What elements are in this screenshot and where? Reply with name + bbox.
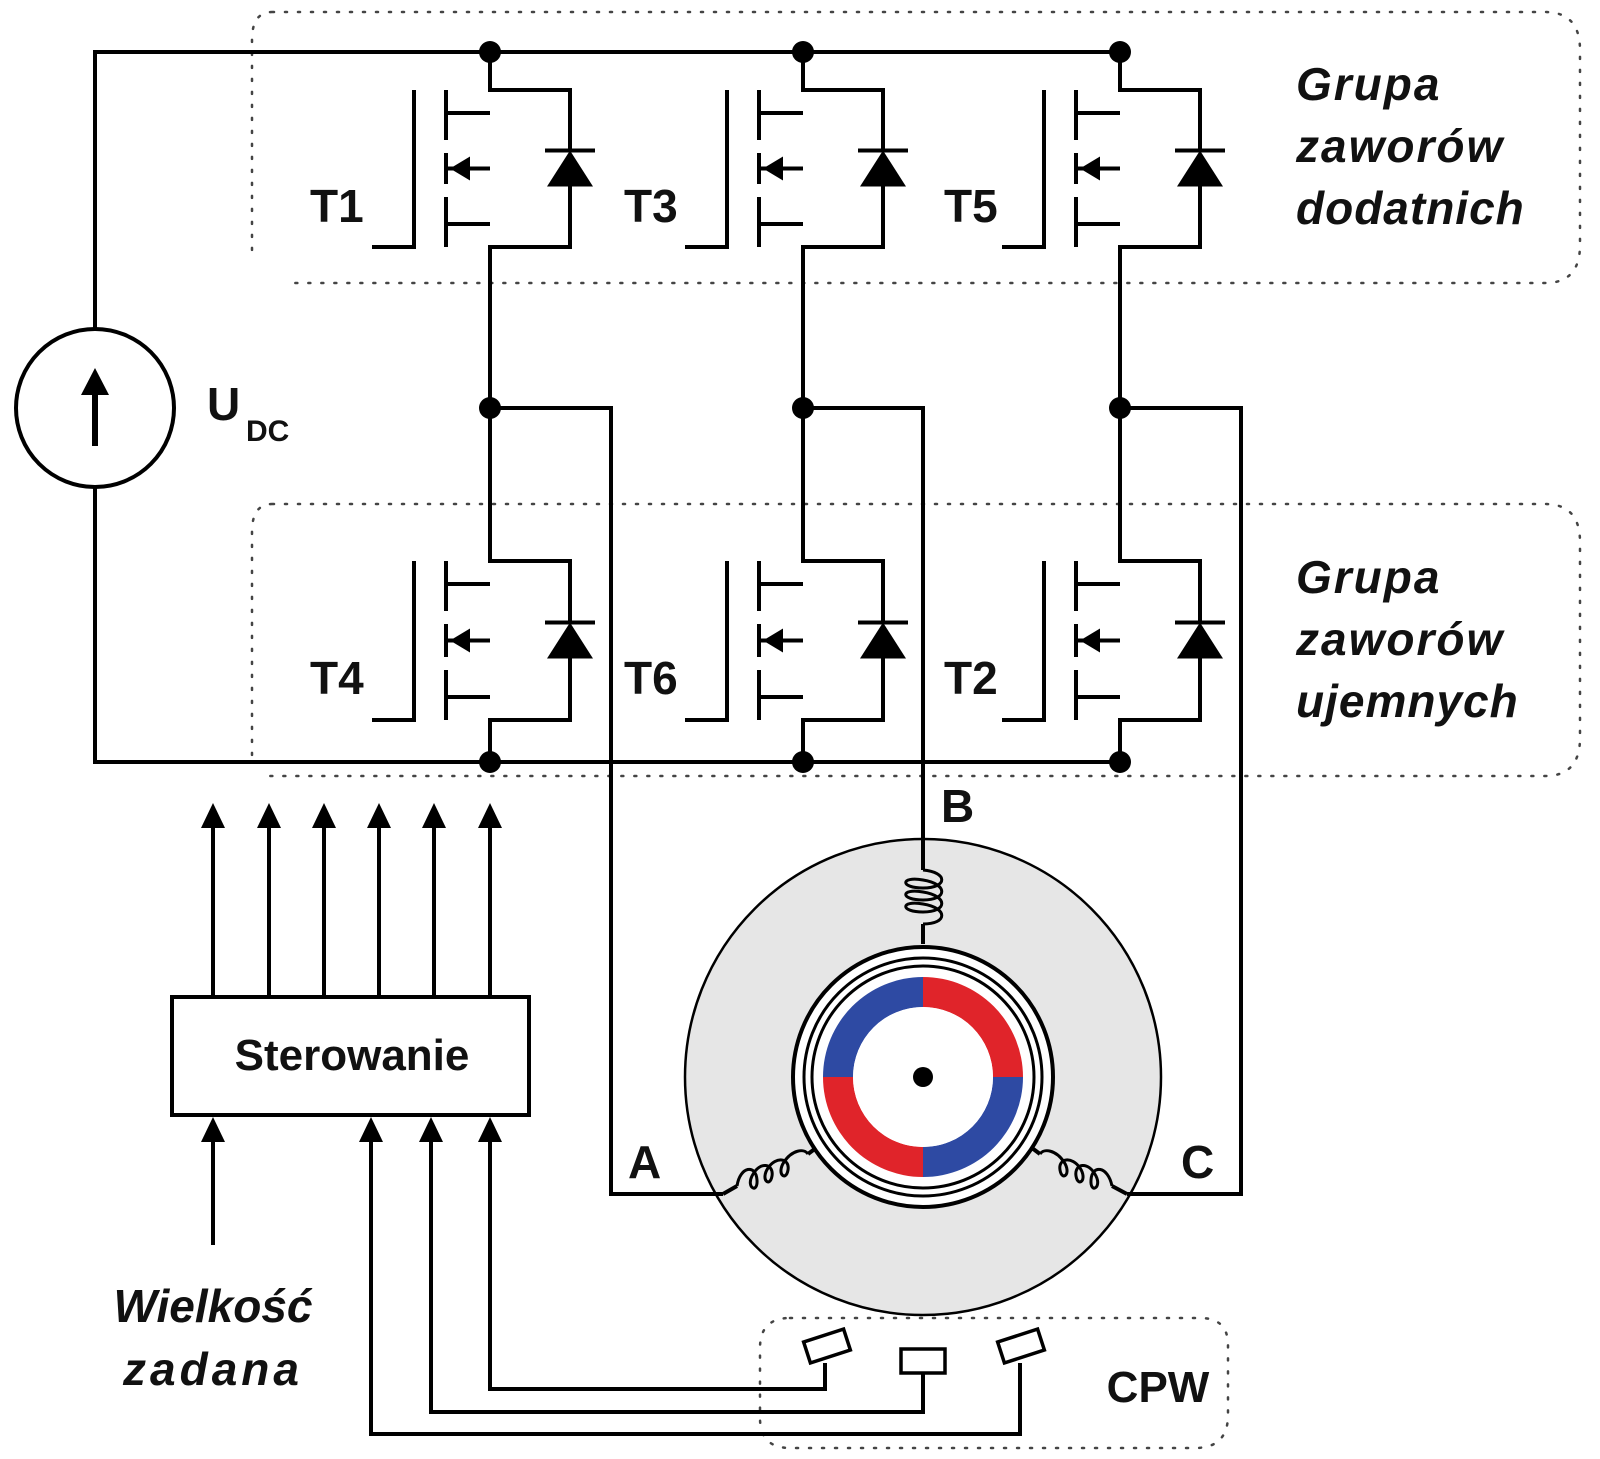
dc-source — [14, 327, 176, 489]
winding-b — [904, 855, 944, 944]
setpoint-label-line1: Wielkość — [113, 1280, 312, 1332]
gate-arrow-head-3 — [312, 803, 336, 828]
transistor-label-lower-3: T2 — [944, 652, 998, 704]
control-label: Sterowanie — [235, 1031, 470, 1080]
transistor-label-upper-2: T3 — [624, 180, 678, 232]
hall-sensor-3 — [995, 1326, 1047, 1366]
lower-switch-3 — [1002, 397, 1225, 773]
negative-group-label-line1: Grupa — [1296, 551, 1441, 603]
negative-group-outline — [250, 502, 1582, 778]
source-label: U — [207, 378, 240, 430]
rotor-segment-sw — [823, 1077, 923, 1177]
dc-bus-negative — [93, 487, 1120, 764]
setpoint-arrow-head — [201, 1117, 225, 1142]
motor — [683, 837, 1163, 1317]
positive-group-label-line1: Grupa — [1296, 58, 1441, 110]
sensor-feedback-lines — [359, 1117, 1022, 1436]
lower-switch-2 — [685, 397, 908, 773]
winding-a — [722, 1146, 818, 1196]
switch-layer — [372, 41, 1225, 773]
negative-group-label-line2: zaworów — [1295, 613, 1505, 665]
phase-c-wire — [1120, 406, 1243, 1196]
rotor-shaft — [913, 1067, 933, 1087]
gate-arrow-head-2 — [257, 803, 281, 828]
gate-arrow-head-1 — [201, 803, 225, 828]
rotor-segment-ne — [923, 977, 1023, 1077]
hall-sensor-1 — [801, 1326, 853, 1366]
rotor-segment-se — [923, 1077, 1023, 1177]
positive-group-label-line3: dodatnich — [1296, 182, 1525, 234]
source-label-subscript: DC — [246, 415, 289, 448]
upper-switch-3 — [1002, 41, 1225, 408]
transistor-label-lower-2: T6 — [624, 652, 678, 704]
winding-c — [1030, 1146, 1128, 1196]
phase-b-wire — [803, 406, 925, 855]
hall-sensor-2 — [899, 1347, 947, 1375]
positive-group-outline — [250, 10, 1582, 285]
gate-arrow-head-5 — [422, 803, 446, 828]
hall-sensors — [801, 1326, 1047, 1375]
rotor-segment-nw — [823, 977, 923, 1077]
transistor-label-lower-1: T4 — [310, 652, 364, 704]
gate-arrow-head-4 — [367, 803, 391, 828]
sensor-label: CPW — [1107, 1363, 1210, 1412]
setpoint-label-line2: zadana — [122, 1343, 303, 1395]
motor-rotor — [823, 977, 1023, 1177]
control-block — [170, 995, 531, 1117]
phase-b-label: B — [941, 780, 974, 832]
phase-a-label: A — [628, 1136, 661, 1188]
upper-switch-1 — [372, 41, 595, 408]
negative-group-label-line3: ujemnych — [1296, 675, 1519, 727]
upper-switch-2 — [685, 41, 908, 408]
positive-group-label-line2: zaworów — [1295, 120, 1505, 172]
gate-arrow-head-6 — [478, 803, 502, 828]
phase-c-label: C — [1181, 1136, 1214, 1188]
lower-switch-1 — [372, 397, 595, 773]
transistor-label-upper-1: T1 — [310, 180, 364, 232]
transistor-label-upper-3: T5 — [944, 180, 998, 232]
gate-signal-arrows — [201, 803, 502, 997]
phase-a-wire — [490, 406, 723, 1196]
